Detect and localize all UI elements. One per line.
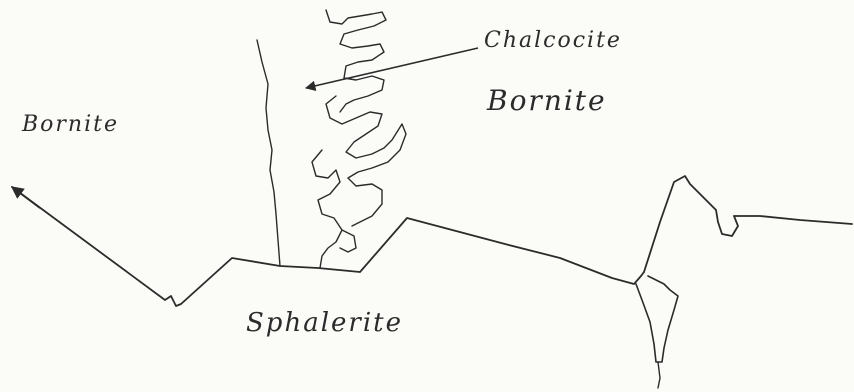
vertical-grain-boundary [257,40,280,266]
label-chalcocite: Chalcocite [484,28,622,53]
lower-vein-tail [658,362,660,388]
chalcocite-lobes-lower [312,150,342,268]
sphalerite-boundary-line [12,187,644,306]
label-bornite-left: Bornite [22,112,119,137]
chalcocite-lobes-middle [326,96,406,226]
lower-vein [636,276,678,362]
right-boundary-line [644,176,852,272]
chalcocite-pointer-arrow [306,48,478,88]
label-bornite-right: Bornite [487,84,607,117]
left-boundary-arrow [12,187,40,208]
chalcocite-lobe-tail [340,230,356,252]
label-sphalerite: Sphalerite [246,308,403,338]
